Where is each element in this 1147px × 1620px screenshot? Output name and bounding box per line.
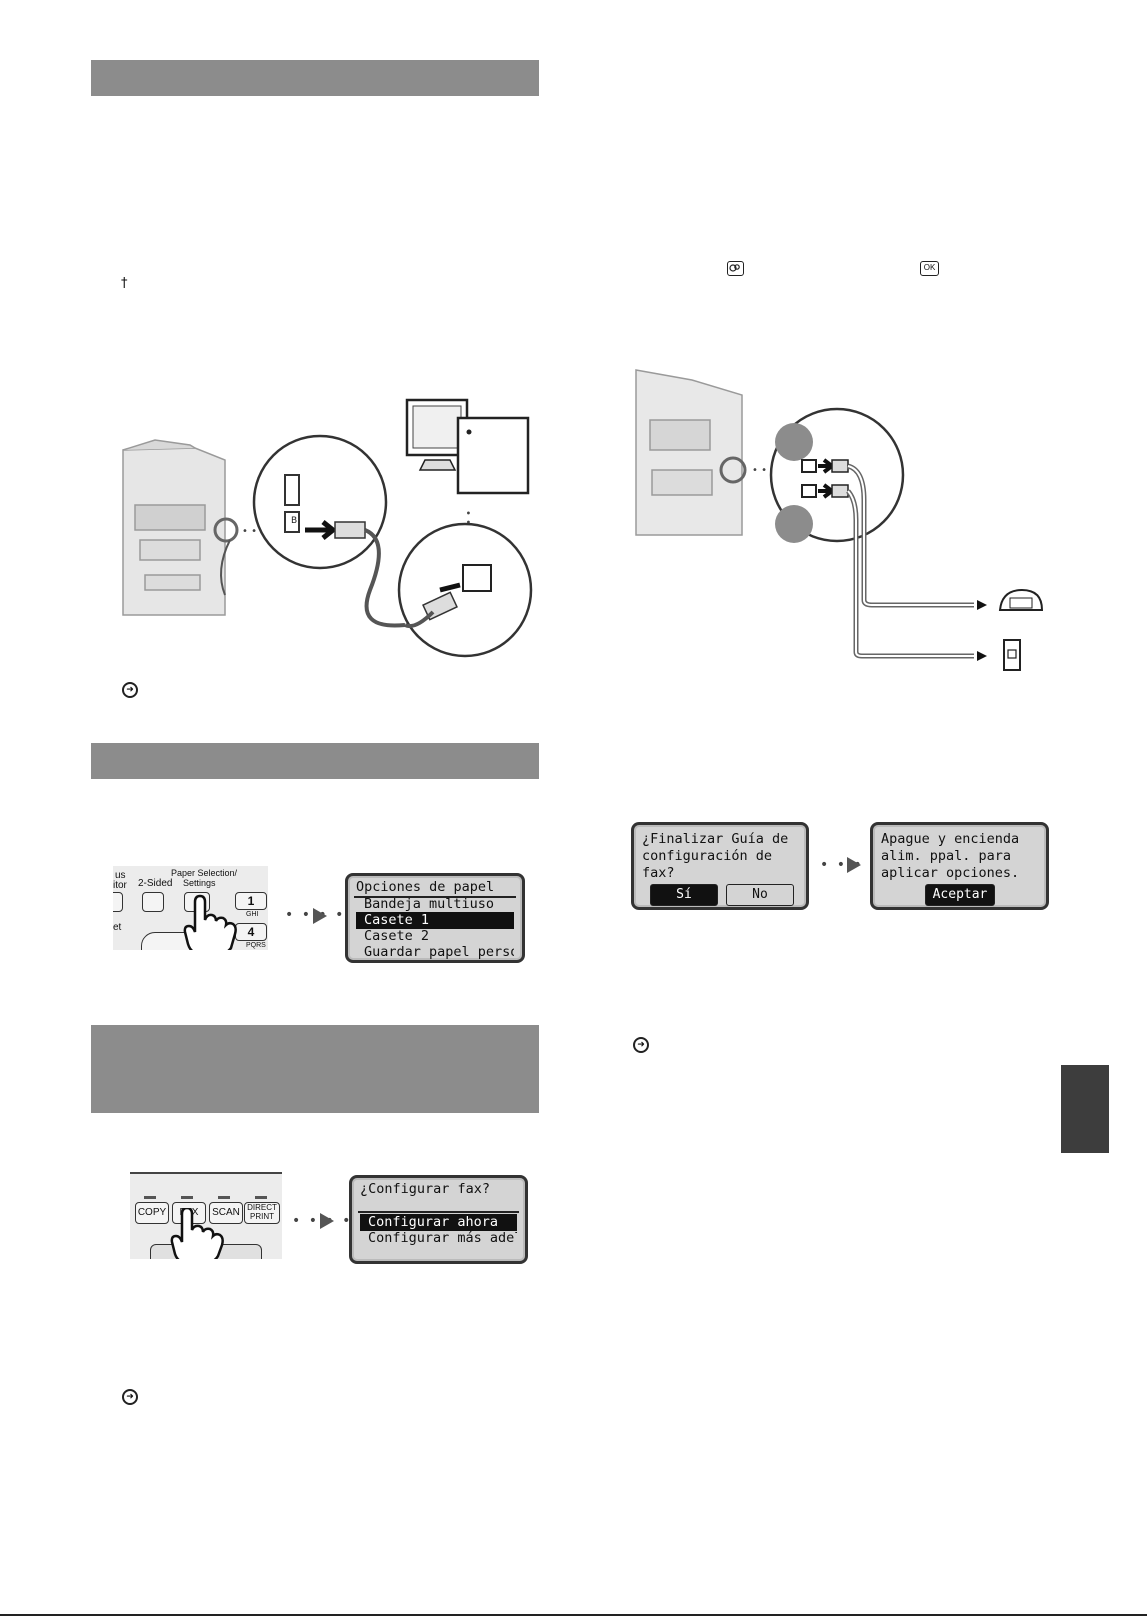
printer-side-illustration (635, 369, 743, 536)
usb-port-label: B (291, 516, 297, 526)
reference-arrow-icon: ➜ (633, 1037, 649, 1053)
control-panel-paper: us itor 2-Sided Paper Selection/ Setting… (113, 866, 268, 950)
section-bar-1 (91, 60, 539, 96)
settings-key-label: Settings (183, 878, 216, 888)
lcd-list-item[interactable]: Bandeja multiuso (364, 896, 495, 912)
key-led-row (144, 1196, 274, 1199)
flow-arrow-icon (313, 908, 327, 924)
lcd-title: ¿Configurar fax? (360, 1181, 491, 1197)
section-bar-2 (91, 743, 539, 779)
dialog-line: configuración de (642, 848, 773, 864)
lcd-fax-setup: ¿Configurar fax? Configurar ahora Config… (349, 1175, 528, 1264)
two-sided-key-label: 2-Sided (138, 878, 173, 889)
printer-illustration (122, 439, 226, 616)
control-panel-fax: COPY FAX SCAN DIRECT PRINT (130, 1172, 282, 1259)
key-4-letters: PQRS (246, 942, 266, 949)
yes-button[interactable]: Sí (650, 884, 718, 906)
lcd-restart-notice: Apague y encienda alim. ppal. para aplic… (870, 822, 1049, 910)
reference-arrow-icon: ➜ (122, 1389, 138, 1405)
dialog-line: aplicar opciones. (881, 865, 1020, 881)
number-key-4[interactable]: 4 (235, 923, 267, 941)
usb-connection-illustration: • • • • • • B (122, 398, 533, 658)
lcd-list-item[interactable]: Configurar más adela… (368, 1230, 517, 1246)
lcd-paper-options: Opciones de papel Bandeja multiuso Caset… (345, 873, 525, 963)
reference-arrow-icon: ➜ (122, 682, 138, 698)
copy-key[interactable]: COPY (135, 1202, 169, 1224)
dialog-line: alim. ppal. para (881, 848, 1012, 864)
page-footer-rule (0, 1614, 1147, 1616)
dialog-line: fax? (642, 865, 675, 881)
key-1-letters: GHI (246, 911, 259, 918)
print-label: PRINT (250, 1212, 274, 1221)
status-monitor-key-label: us (115, 870, 126, 881)
computer-illustration (405, 398, 530, 495)
svg-text:• • •: • • • (462, 510, 473, 534)
telephone-icon (998, 588, 1044, 611)
status-monitor-key[interactable] (113, 892, 123, 912)
pointing-hand-icon (170, 1208, 224, 1259)
lcd-list-item[interactable]: Casete 2 (364, 928, 430, 944)
scan-key[interactable]: SCAN (209, 1202, 243, 1224)
lcd-title: Opciones de papel (356, 879, 495, 895)
lcd-finish-guide: ¿Finalizar Guía de configuración de fax?… (631, 822, 809, 910)
status-monitor-key-label-2: itor (113, 880, 127, 891)
settings-key-icon (727, 261, 744, 276)
ok-key-icon: OK (920, 261, 939, 276)
dialog-line: ¿Finalizar Guía de (642, 831, 789, 847)
pointing-hand-icon (183, 894, 237, 950)
section-bar-3 (91, 1025, 539, 1113)
reset-key-label: et (113, 922, 122, 933)
lcd-list-item-selected[interactable]: Configurar ahora (360, 1214, 517, 1231)
flow-arrow-icon (847, 857, 861, 873)
flow-arrow-icon (320, 1213, 334, 1229)
svg-text:• • •: • • • (242, 526, 266, 537)
direct-label: DIRECT (247, 1203, 277, 1212)
direct-print-key[interactable]: DIRECT PRINT (244, 1202, 280, 1224)
lcd-divider (358, 1211, 519, 1213)
two-sided-key[interactable] (142, 892, 164, 912)
lcd-list-item[interactable]: Guardar papel person… (364, 944, 514, 960)
fax-line-illustration: • • • (635, 369, 1044, 671)
wall-jack-icon (1003, 639, 1021, 671)
accept-button[interactable]: Aceptar (925, 884, 995, 906)
no-button[interactable]: No (726, 884, 794, 906)
dialog-line: Apague y encienda (881, 831, 1020, 847)
dagger-mark: † (121, 276, 128, 291)
lcd-list-item-selected[interactable]: Casete 1 (356, 912, 514, 929)
lcd-divider (354, 896, 516, 898)
paper-selection-key-label: Paper Selection/ (171, 868, 238, 878)
side-tab (1061, 1065, 1109, 1153)
svg-text:• • •: • • • (752, 465, 776, 476)
number-key-1[interactable]: 1 (235, 892, 267, 910)
